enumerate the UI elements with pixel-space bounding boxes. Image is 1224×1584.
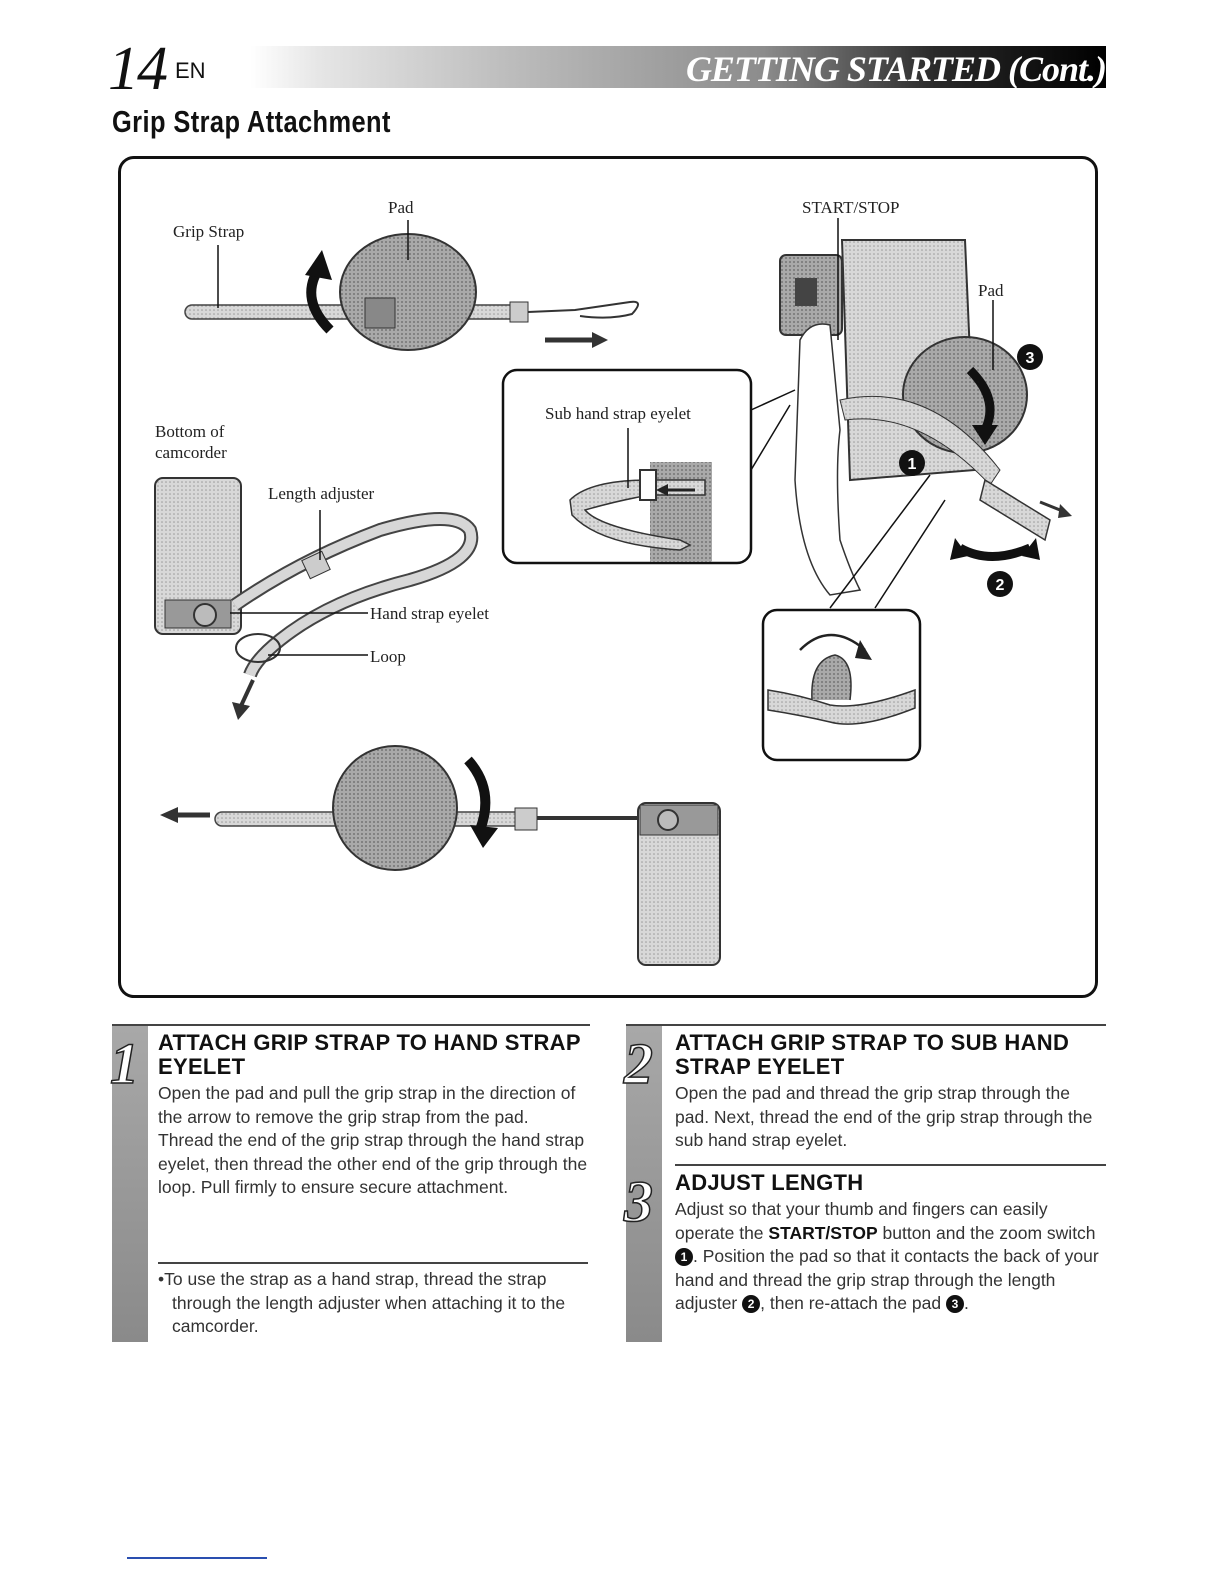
header-banner bbox=[250, 46, 1106, 88]
marker-3-icon: 3 bbox=[945, 1295, 964, 1313]
camcorder-bottom-drawing bbox=[154, 477, 479, 720]
label-loop: Loop bbox=[370, 647, 406, 666]
step-number: 3 bbox=[623, 1168, 654, 1235]
footer-rule bbox=[127, 1557, 267, 1559]
step-number: 1 bbox=[109, 1030, 140, 1097]
label-length-adjuster: Length adjuster bbox=[268, 484, 375, 503]
top-strap-drawing bbox=[184, 220, 639, 351]
label-grip-strap: Grip Strap bbox=[173, 222, 245, 241]
page-number: 14 bbox=[108, 35, 168, 103]
label-sub-hand-strap-eyelet: Sub hand strap eyelet bbox=[545, 404, 691, 423]
step-body: Open the pad and thread the grip strap t… bbox=[675, 1083, 1093, 1150]
sub-eyelet-inset bbox=[501, 368, 796, 565]
step-body: Open the pad and pull the grip strap in … bbox=[158, 1083, 588, 1197]
step-note: •To use the strap as a hand strap, threa… bbox=[158, 1269, 566, 1336]
figure-frame bbox=[118, 156, 1098, 998]
step-bar bbox=[112, 1026, 148, 1342]
bottom-strap-drawing bbox=[160, 745, 721, 966]
marker-1-icon: 1 bbox=[899, 450, 925, 476]
step-bar bbox=[626, 1026, 662, 1342]
marker-2-icon: 2 bbox=[742, 1295, 761, 1313]
page-language: EN bbox=[175, 58, 206, 83]
step-body: Adjust so that your thumb and fingers ca… bbox=[675, 1199, 1099, 1313]
step-number: 2 bbox=[623, 1030, 654, 1097]
svg-text:1: 1 bbox=[908, 456, 917, 473]
header-title: GETTING STARTED (Cont.) bbox=[685, 49, 1107, 89]
svg-text:3: 3 bbox=[1026, 350, 1035, 367]
step-heading: ATTACH GRIP STRAP TO SUB HAND STRAP EYEL… bbox=[675, 1030, 1070, 1079]
step-heading: ADJUST LENGTH bbox=[675, 1170, 864, 1195]
label-pad-right: Pad bbox=[978, 281, 1004, 300]
column-rule bbox=[112, 1024, 590, 1026]
marker-3-icon: 3 bbox=[1017, 344, 1043, 370]
label-start-stop: START/STOP bbox=[802, 198, 900, 217]
label-bottom-of-camcorder: Bottom of camcorder bbox=[155, 422, 227, 462]
length-adjuster-inset bbox=[761, 474, 946, 762]
marker-1-icon: 1 bbox=[675, 1248, 693, 1266]
label-hand-strap-eyelet: Hand strap eyelet bbox=[370, 604, 489, 623]
column-rule bbox=[626, 1024, 1106, 1026]
column-rule bbox=[675, 1164, 1106, 1166]
marker-2-icon: 2 bbox=[987, 571, 1013, 597]
section-title: Grip Strap Attachment bbox=[112, 104, 391, 139]
note-rule bbox=[158, 1262, 588, 1264]
camcorder-hand-drawing: 1 2 3 bbox=[779, 218, 1072, 597]
strap-illustration: 1 2 3 bbox=[154, 218, 1072, 966]
label-pad: Pad bbox=[388, 198, 414, 217]
step-heading: ATTACH GRIP STRAP TO HAND STRAP EYELET bbox=[158, 1030, 581, 1079]
svg-text:2: 2 bbox=[996, 577, 1005, 594]
